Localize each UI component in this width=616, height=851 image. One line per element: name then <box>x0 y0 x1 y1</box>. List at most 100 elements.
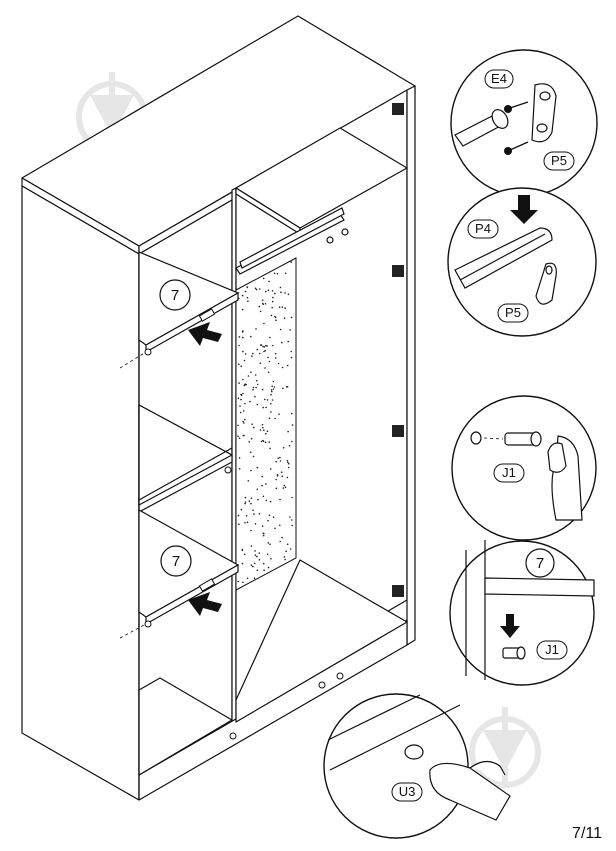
mirror-speckle <box>274 527 276 530</box>
mirror-speckle <box>250 335 252 338</box>
mirror-speckle <box>267 542 270 544</box>
mirror-speckle <box>290 261 293 263</box>
mirror-speckle <box>268 514 271 517</box>
mirror-speckle <box>276 475 279 477</box>
mirror-speckle <box>291 524 294 527</box>
mirror-speckle <box>271 306 274 309</box>
mirror-speckle <box>274 352 277 355</box>
mirror-speckle <box>289 548 292 550</box>
mirror-speckle <box>238 363 240 366</box>
mirror-speckle <box>254 523 257 525</box>
mirror-speckle <box>267 356 269 359</box>
mirror-speckle <box>281 536 283 539</box>
mirror-speckle <box>267 519 269 522</box>
mirror-speckle <box>257 498 259 501</box>
mirror-speckle <box>279 540 282 543</box>
mirror-speckle <box>258 305 261 308</box>
mirror-speckle <box>287 340 290 343</box>
mirror-speckle <box>284 486 287 489</box>
mirror-panel <box>235 257 297 591</box>
mirror-speckle <box>237 424 239 427</box>
mirror-speckle <box>252 389 254 391</box>
mirror-speckle <box>252 565 254 568</box>
mirror-speckle <box>287 466 290 469</box>
mirror-speckle <box>247 375 250 377</box>
mirror-speckle <box>261 475 264 478</box>
hinge <box>392 425 404 437</box>
mirror-speckle <box>242 581 244 584</box>
mirror-speckle <box>256 569 259 571</box>
svg-text:J1: J1 <box>502 465 516 480</box>
mirror-speckle <box>254 554 257 556</box>
mirror-speckle <box>239 405 241 407</box>
mirror-speckle <box>274 357 277 359</box>
mirror-speckle <box>242 434 244 437</box>
mirror-speckle <box>246 521 249 523</box>
mirror-speckle <box>256 555 258 558</box>
mirror-speckle <box>291 424 294 426</box>
shelf-pin <box>144 348 152 356</box>
mirror-speckle <box>241 331 244 333</box>
mirror-speckle <box>287 430 289 433</box>
svg-text:E4: E4 <box>491 71 507 86</box>
left-side-panel <box>21 185 140 801</box>
detail-circle-e4-p5: E4 P5 <box>450 49 598 197</box>
mirror-speckle <box>237 514 240 517</box>
mirror-speckle <box>259 310 262 313</box>
mirror-speckle <box>262 495 265 498</box>
mirror-speckle <box>242 336 244 339</box>
shelf-pin <box>318 681 326 689</box>
mirror-speckle <box>251 355 253 358</box>
mirror-speckle <box>264 367 266 369</box>
svg-text:J1: J1 <box>545 642 559 657</box>
mirror-speckle <box>286 476 289 479</box>
mirror-speckle <box>253 513 255 515</box>
mirror-speckle <box>241 308 244 311</box>
detail-circle-u3: U3 <box>323 693 511 839</box>
mirror-speckle <box>284 272 287 275</box>
mirror-speckle <box>290 350 293 353</box>
mirror-speckle <box>274 417 276 420</box>
mirror-speckle <box>275 478 278 481</box>
mirror-speckle <box>284 292 286 294</box>
mirror-speckle <box>279 286 282 289</box>
mirror-speckle <box>291 496 293 499</box>
mirror-speckle <box>270 393 272 396</box>
mirror-speckle <box>264 290 267 293</box>
label-e4: E4 <box>484 69 514 89</box>
mirror-speckle <box>290 356 293 359</box>
mirror-speckle <box>272 344 274 347</box>
mirror-speckle <box>243 359 246 362</box>
mirror-speckle <box>271 390 273 393</box>
mirror-speckle <box>263 569 265 571</box>
mirror-speckle <box>244 418 246 421</box>
mirror-speckle <box>288 462 290 465</box>
mirror-speckle <box>244 522 246 524</box>
mirror-speckle <box>244 383 247 386</box>
mirror-speckle <box>255 386 257 389</box>
detail-circle-j1: J1 <box>451 395 597 541</box>
mirror-speckle <box>271 399 274 401</box>
shelf-pin <box>224 466 232 474</box>
mirror-speckle <box>268 280 270 283</box>
mirror-speckle <box>277 362 280 365</box>
mirror-speckle <box>250 564 253 566</box>
mirror-speckle <box>254 395 256 398</box>
mirror-speckle <box>252 509 254 512</box>
mirror-speckle <box>278 306 281 309</box>
watermark-logo-bottom <box>469 707 541 788</box>
mirror-speckle <box>248 441 250 443</box>
mirror-speckle <box>282 487 285 489</box>
mirror-speckle <box>255 379 258 382</box>
mirror-speckle <box>274 315 276 318</box>
mirror-speckle <box>242 420 244 423</box>
mirror-speckle <box>269 500 272 503</box>
mirror-speckle <box>238 336 241 338</box>
mirror-speckle <box>263 429 265 432</box>
mirror-speckle <box>238 344 240 347</box>
mirror-speckle <box>250 545 253 547</box>
svg-text:7: 7 <box>536 555 544 572</box>
right-side-panel <box>406 85 416 646</box>
mirror-speckle <box>280 291 282 294</box>
label-u3: U3 <box>391 782 423 802</box>
